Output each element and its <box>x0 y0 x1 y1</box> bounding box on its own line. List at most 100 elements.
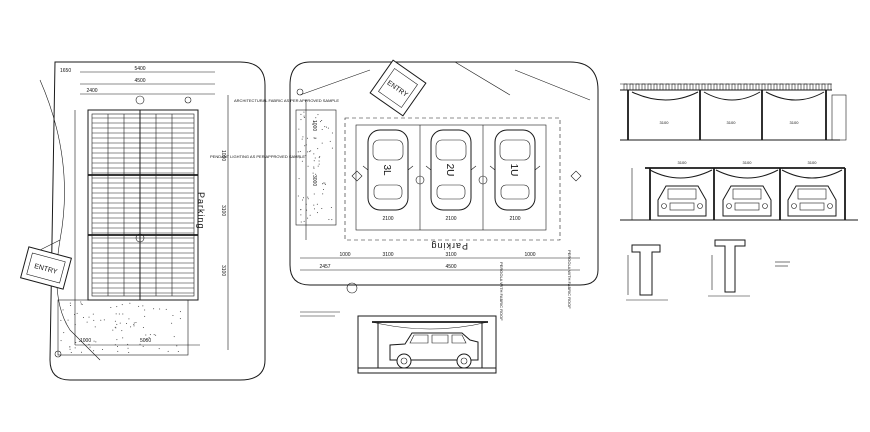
stipple-dot <box>315 173 317 175</box>
stipple-dot <box>158 348 160 350</box>
beam-end <box>659 83 664 91</box>
stipple-dot <box>127 347 129 349</box>
paving-stipple <box>60 301 181 354</box>
front-elevation-jeep <box>300 311 497 374</box>
stipple-dot <box>314 137 316 139</box>
stipple-dot <box>303 111 305 113</box>
beam-end <box>695 83 700 91</box>
bay-width-2: 2100 <box>445 216 456 222</box>
stipple-dot <box>122 313 124 315</box>
stipple-dot <box>74 347 76 349</box>
stipple-dot <box>142 305 144 307</box>
dim-top-2: 4500 <box>134 78 145 84</box>
beam-end <box>815 83 820 91</box>
stipple-dot <box>299 150 301 152</box>
stipple-dot <box>126 322 128 324</box>
mid-dim-2: 3100 <box>382 252 393 258</box>
stipple-dot <box>165 308 167 310</box>
stipple-dot <box>329 140 331 142</box>
entry-marker-left: ENTRY <box>19 246 73 290</box>
beam-end <box>641 83 646 91</box>
stipple-dot <box>63 332 65 334</box>
elev2-dim-1: 3100 <box>678 160 688 165</box>
stipple-dot <box>313 167 315 169</box>
stipple-dot <box>149 334 151 336</box>
mid-plan-boundary <box>289 61 599 286</box>
grid-bubble-right <box>184 96 192 104</box>
beam-end <box>785 83 790 91</box>
beam-end <box>761 83 766 91</box>
stipple-dot <box>80 301 82 303</box>
elev2-car-fronts <box>657 185 837 217</box>
stipple-dot <box>86 321 88 323</box>
stipple-dot <box>119 322 121 324</box>
north-dot <box>54 350 62 358</box>
stipple-dot <box>60 319 62 321</box>
left-road-curve <box>39 79 101 361</box>
beam-end <box>803 83 808 91</box>
elev1-dim-1: 3100 <box>660 120 670 125</box>
beam-end <box>821 83 826 91</box>
mid-side-note: PERGOLA WITH FABRIC ROOF <box>567 250 572 309</box>
stipple-dot <box>133 322 135 324</box>
stipple-dot <box>144 309 146 311</box>
mid-paving-stipple <box>297 111 333 223</box>
stipple-dot <box>310 150 312 152</box>
stipple-dot <box>138 305 140 307</box>
stipple-dot <box>300 209 302 211</box>
stipple-dot <box>127 343 129 345</box>
elev1-pergola-beams <box>620 83 832 91</box>
stipple-dot <box>314 157 316 159</box>
beam-end <box>647 83 652 91</box>
car-rear-window <box>373 184 403 200</box>
stipple-dot <box>307 137 309 139</box>
grid-bubble-top <box>135 95 145 105</box>
elev2-dim-3: 3100 <box>808 160 818 165</box>
stipple-dot <box>318 160 320 162</box>
dim-right-2: 3100 <box>220 205 226 216</box>
stipple-dot <box>331 132 333 134</box>
section-callout-mid <box>346 282 358 294</box>
stipple-dot <box>135 321 137 323</box>
car-front-windshield <box>667 188 697 200</box>
elev2-dim-2: 3100 <box>743 160 753 165</box>
mid-road-lines <box>299 61 591 101</box>
stipple-dot <box>130 326 132 328</box>
stipple-dot <box>145 339 147 341</box>
stipple-dot <box>304 145 306 147</box>
car-front-body <box>657 185 707 217</box>
stipple-dot <box>145 334 147 336</box>
stipple-dot <box>139 343 141 345</box>
stipple-dot <box>324 183 326 185</box>
stipple-dot <box>324 182 326 184</box>
stipple-dot <box>173 336 175 338</box>
stipple-dot <box>303 117 305 119</box>
stipple-dot <box>114 326 116 328</box>
stipple-dot <box>322 188 324 190</box>
stipple-dot <box>116 339 118 341</box>
stipple-dot <box>144 315 146 317</box>
grid-bubble-mid-center <box>478 175 488 185</box>
stipple-dot <box>324 126 326 128</box>
left-road-edge <box>39 239 61 251</box>
stipple-dot <box>307 165 309 167</box>
stipple-dot <box>297 195 299 197</box>
car-windshield <box>435 139 467 161</box>
stipple-dot <box>299 157 301 159</box>
mid-dim-4: 1000 <box>524 252 535 258</box>
stipple-dot <box>297 151 299 153</box>
stipple-dot <box>112 329 114 331</box>
stipple-dot <box>319 121 321 123</box>
stipple-dot <box>302 199 304 201</box>
stipple-dot <box>69 304 71 306</box>
dim-bottom-1: 1000 <box>80 338 91 344</box>
stipple-dot <box>313 193 315 195</box>
stipple-dot <box>78 340 80 342</box>
stipple-dot <box>116 345 118 347</box>
stipple-dot <box>82 317 84 319</box>
stipple-dot <box>122 337 124 339</box>
car-rear-window <box>436 184 466 200</box>
dim-corner: 1650 <box>60 68 71 74</box>
stipple-dot <box>80 303 82 305</box>
left-site-plan: 5400 4500 2400 1650 1000 3100 3100 1000 … <box>19 61 339 381</box>
